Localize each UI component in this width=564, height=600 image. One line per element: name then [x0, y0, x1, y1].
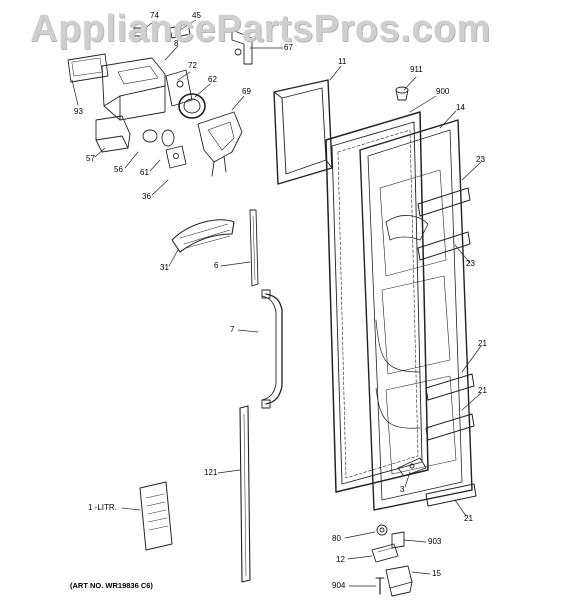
callout-14: 14: [456, 103, 465, 112]
dispenser-assembly: [67, 23, 253, 177]
callout-6: 6: [214, 261, 219, 270]
callout-900: 900: [436, 87, 450, 96]
door-outer: [325, 111, 429, 493]
callout-11: 11: [338, 57, 347, 66]
callout-74: 74: [150, 11, 159, 20]
callout-45: 45: [192, 11, 201, 20]
art-number: (ART NO. WR19836 C6): [70, 581, 153, 590]
callout-93: 93: [74, 107, 83, 116]
door-handle: [261, 289, 283, 409]
callout-31: 31: [160, 263, 169, 272]
callout-57: 57: [86, 154, 95, 163]
callout-21-a: 21: [478, 339, 487, 348]
callout-121: 121: [204, 468, 218, 477]
callout-61: 61: [140, 168, 149, 177]
dispenser-frame: [273, 79, 333, 185]
callout-56: 56: [114, 165, 123, 174]
callout-62: 62: [208, 75, 217, 84]
callout-23-upper: 23: [476, 155, 485, 164]
callout-3: 3: [400, 485, 405, 494]
callout-72: 72: [188, 61, 197, 70]
hinge-part: [397, 457, 427, 477]
grille: [171, 219, 235, 253]
callout-67: 67: [284, 43, 293, 52]
callout-904: 904: [332, 581, 346, 590]
callout-911: 911: [410, 65, 423, 74]
callout-21-c: 21: [464, 514, 473, 523]
leader-lines: [71, 19, 482, 587]
callout-80: 80: [332, 534, 341, 543]
door-liner: [359, 119, 473, 511]
callout-23-lower: 23: [466, 259, 475, 268]
callout-8: 8: [174, 39, 179, 48]
watermark-logo: AppliancePartsPros.com: [30, 8, 491, 50]
callout-1-litr: 1 -LITR.: [88, 503, 117, 512]
callout-7: 7: [230, 325, 235, 334]
literature-booklet: [139, 481, 173, 551]
callout-15: 15: [432, 569, 441, 578]
callout-36: 36: [142, 192, 151, 201]
callout-21-b: 21: [478, 386, 487, 395]
callout-69: 69: [242, 87, 251, 96]
trim-strip: [249, 209, 259, 287]
callout-12: 12: [336, 555, 345, 564]
door-shelves: [375, 187, 477, 507]
bottom-parts: [371, 524, 413, 597]
cap-part: [395, 86, 409, 101]
long-trim: [239, 405, 251, 583]
callout-903: 903: [428, 537, 442, 546]
